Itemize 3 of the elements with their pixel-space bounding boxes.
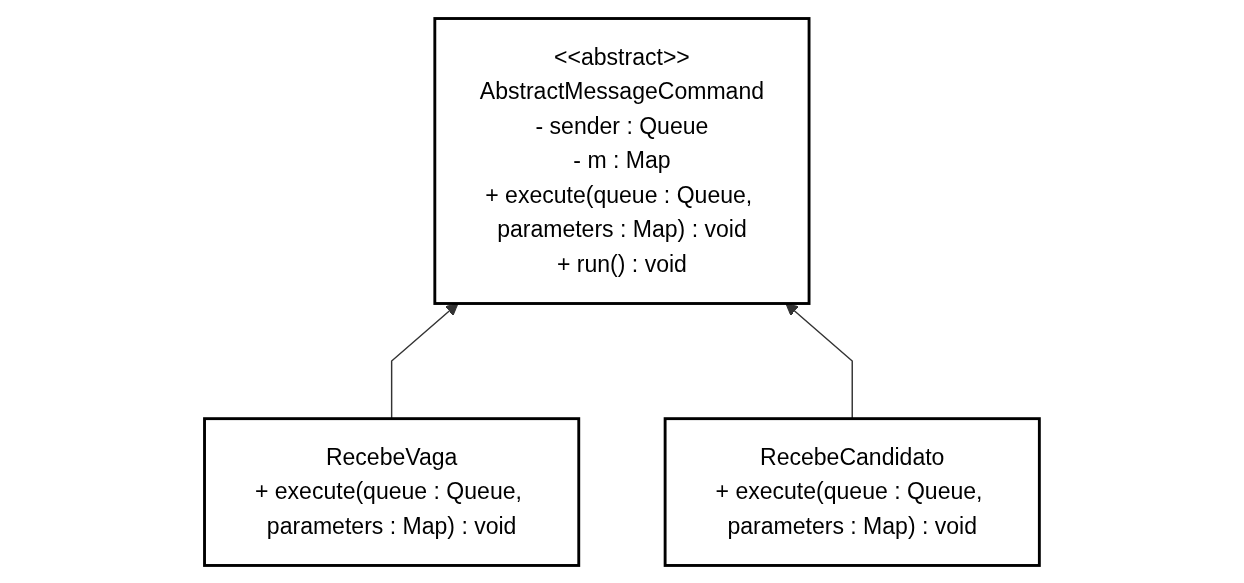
node-box: RecebeVaga + execute(queue : Queue, parameters : Map) : void bbox=[203, 416, 581, 567]
node-box: <<abstract>> AbstractMessageCommand - sender : Queue - m : Map + execute(queue : Queue, parameters : Map) : void + run() : void bbox=[433, 16, 811, 305]
node-box: RecebeCandidato + execute(queue : Queue, parameters : Map) : void bbox=[663, 416, 1041, 567]
